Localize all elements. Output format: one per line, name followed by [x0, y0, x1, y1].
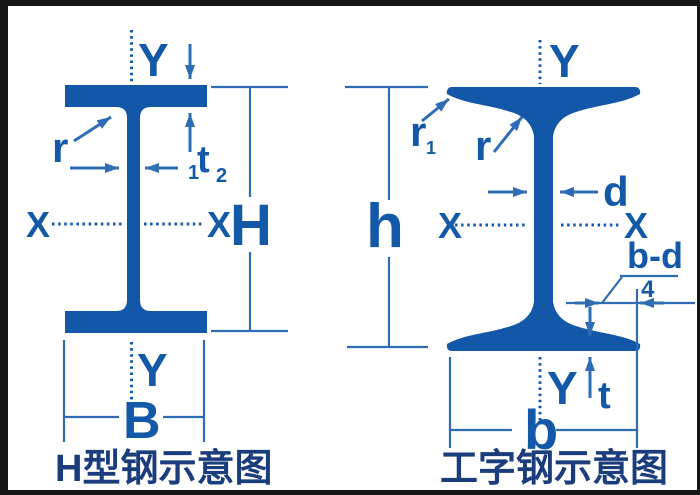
tip-fillet-label-subscript: 1: [426, 138, 436, 158]
t2-label-subscript: 2: [216, 165, 227, 187]
overall-height-label: h: [366, 192, 404, 261]
fillet-radius-arrow: [73, 115, 112, 143]
x-axis-right-label: X: [624, 205, 648, 246]
web-thickness-label: d: [603, 168, 629, 215]
h-beam-figure: Y Y t 2 1 r X X H B H型钢示意图: [26, 30, 288, 490]
fillet-radius-label: r: [52, 124, 68, 171]
frame-bottom: [0, 490, 700, 495]
x-axis-right-label: X: [207, 204, 231, 245]
y-axis-bottom-label: Y: [137, 344, 168, 396]
i-beam-figure: Y Y r 1 r d X X h b-d 4: [345, 35, 695, 490]
i-beam-cross-section: [446, 87, 641, 351]
fraction-leader-line: [601, 276, 623, 304]
fraction-numerator-label: b-d: [627, 235, 683, 276]
flange-width-label: B: [123, 392, 161, 450]
tip-fillet-label-base: r: [410, 108, 426, 155]
frame-right: [697, 0, 700, 495]
fraction-denominator-label: 4: [641, 276, 655, 303]
fillet-radius-arrow: [492, 116, 524, 153]
h-beam-cross-section: [65, 85, 207, 333]
x-axis-left-label: X: [26, 204, 50, 245]
fillet-radius-label: r: [475, 122, 491, 169]
tip-fillet-arrow: [421, 97, 450, 123]
h-beam-caption: H型钢示意图: [55, 448, 272, 490]
frame-top: [0, 0, 700, 6]
overall-height-label: H: [230, 193, 272, 258]
frame-left: [0, 0, 8, 495]
flange-width-label: b: [524, 398, 558, 461]
i-beam-caption: 工字钢示意图: [440, 448, 668, 490]
t2-label-base: t: [197, 139, 210, 181]
t1-label-subscript: 1: [188, 162, 199, 184]
x-axis-left-label: X: [438, 205, 462, 246]
y-axis-top-label: Y: [549, 35, 580, 87]
flange-thickness-label: t: [598, 375, 611, 417]
y-axis-bottom-label: Y: [547, 362, 578, 414]
y-axis-top-label: Y: [138, 34, 169, 86]
